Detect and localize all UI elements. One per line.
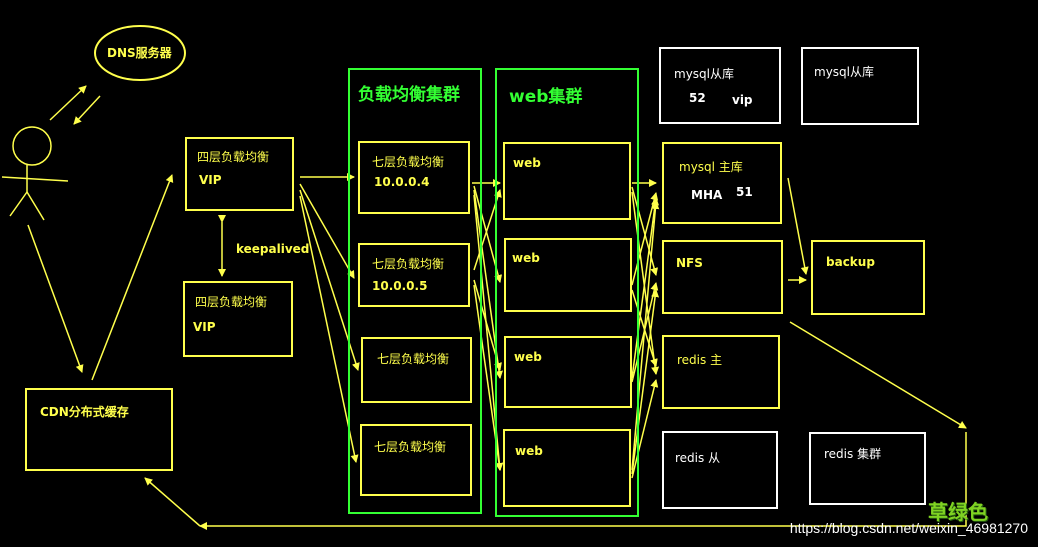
l7-node-1: 七层负载均衡 10.0.0.4	[358, 141, 470, 214]
redis-master-box: redis 主	[662, 335, 780, 409]
user-figure	[1, 126, 69, 221]
l4-top-vip: VIP	[199, 173, 222, 187]
mysql-slave-2-title: mysql从库	[814, 65, 874, 79]
dns-ellipse	[94, 25, 186, 81]
web-node-2-label: web	[512, 251, 540, 265]
l7-node-1-title: 七层负载均衡	[372, 155, 445, 169]
l7-node-1-ip: 10.0.0.4	[374, 175, 430, 189]
backup-label: backup	[826, 255, 875, 269]
l4-bottom-title: 四层负载均衡	[195, 295, 268, 309]
redis-slave-label: redis 从	[675, 451, 721, 465]
web-node-1-label: web	[513, 156, 541, 170]
mysql-master-box: mysql 主库 MHA 51	[662, 142, 782, 224]
web-to-nfs-arrow	[631, 289, 660, 475]
l4-to-l7-2-arrow	[299, 183, 355, 279]
redis-slave-box: redis 从	[662, 431, 778, 509]
redis-master-label: redis 主	[677, 353, 723, 367]
web-node-4-label: web	[515, 444, 543, 458]
web-to-mysql-arrow	[631, 197, 660, 379]
mysql-to-backup-arrow	[787, 177, 809, 275]
web-node-3: web	[504, 336, 632, 408]
mysql-master-title: mysql 主库	[679, 160, 743, 174]
cdn-box: CDN分布式缓存	[25, 388, 173, 471]
cdn-label: CDN分布式缓存	[40, 405, 129, 419]
web-node-3-label: web	[514, 350, 542, 364]
backup-box: backup	[811, 240, 925, 315]
dns-label: DNS服务器	[107, 46, 172, 60]
mysql-slave-1-box: mysql从库 52 vip	[659, 47, 781, 124]
return-path-arrow	[199, 432, 967, 530]
nfs-label: NFS	[676, 256, 703, 270]
nfs-to-return-arrow	[789, 321, 967, 429]
keepalived-label: keepalived	[236, 242, 310, 256]
web-node-2: web	[504, 238, 632, 312]
l4-top-box: 四层负载均衡 VIP	[185, 137, 294, 211]
cdn-to-l4-arrow	[91, 174, 174, 381]
lb-cluster-box: 负载均衡集群	[348, 68, 482, 514]
l4-bottom-box: 四层负载均衡 VIP	[183, 281, 293, 357]
l7-node-4: 七层负载均衡	[360, 424, 472, 496]
user-to-dns-arrow	[49, 85, 87, 121]
web-cluster-box: web集群	[495, 68, 639, 517]
l7-node-3-title: 七层负载均衡	[377, 352, 450, 366]
web-node-1: web	[503, 142, 631, 220]
redis-cluster-box: redis 集群	[809, 432, 926, 505]
l4-to-l7-4-arrow	[299, 195, 359, 463]
l4-bottom-vip: VIP	[193, 320, 216, 334]
web-to-redis-arrow	[631, 379, 659, 479]
mysql-slave-2-box: mysql从库	[801, 47, 919, 125]
mysql-slave-1-num: 52	[689, 91, 706, 105]
watermark-logo: 草绿色	[928, 500, 988, 524]
redis-cluster-label: redis 集群	[824, 447, 882, 461]
mysql-slave-1-title: mysql从库	[674, 67, 734, 81]
nfs-box: NFS	[662, 240, 783, 314]
web-to-mysql-arrow	[631, 201, 660, 471]
web-node-4: web	[503, 429, 631, 507]
mysql-slave-1-vip: vip	[732, 93, 753, 107]
l7-node-2-title: 七层负载均衡	[372, 257, 445, 271]
watermark-url: https://blog.csdn.net/weixin_46981270	[789, 520, 1028, 536]
return-to-cdn-arrow	[144, 477, 201, 527]
l7-node-3: 七层负载均衡	[361, 337, 472, 403]
l4-top-title: 四层负载均衡	[197, 150, 270, 164]
l7-node-2: 七层负载均衡 10.0.0.5	[358, 243, 470, 307]
l7-node-4-title: 七层负载均衡	[374, 440, 447, 454]
l7-node-2-ip: 10.0.0.5	[372, 279, 428, 293]
mysql-master-num: 51	[736, 185, 753, 199]
mysql-master-mha: MHA	[691, 188, 723, 202]
dns-to-user-arrow	[73, 95, 101, 125]
user-to-cdn-arrow	[27, 224, 84, 373]
web-cluster-title: web集群	[509, 87, 583, 107]
lb-cluster-title: 负载均衡集群	[358, 85, 460, 105]
web-to-nfs-arrow	[631, 186, 659, 276]
